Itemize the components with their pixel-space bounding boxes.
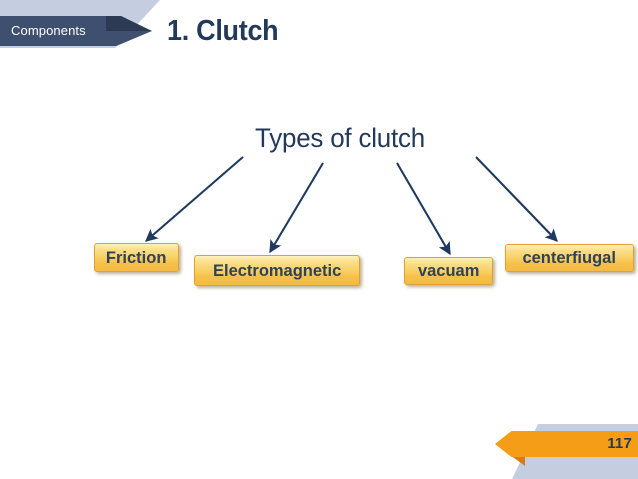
page-number: 117	[607, 435, 632, 452]
footer-ribbon	[495, 431, 638, 457]
arrow-to-friction	[145, 156, 244, 242]
node-friction[interactable]: Friction	[94, 243, 179, 272]
arrow-to-vacuam	[396, 162, 451, 256]
page-title: 1. Clutch	[167, 15, 279, 47]
node-vacuam[interactable]: vacuam	[404, 257, 493, 285]
node-electromagnetic[interactable]: Electromagnetic	[194, 255, 360, 286]
node-electromagnetic-label: Electromagnetic	[212, 260, 342, 280]
diagram-heading: Types of clutch	[255, 123, 426, 153]
arrow-to-centerfiugal	[475, 156, 558, 242]
node-centerfiugal[interactable]: centerfiugal	[505, 244, 634, 272]
arrow-to-electromagnetic	[269, 162, 324, 254]
node-centerfiugal-label: centerfiugal	[522, 248, 617, 267]
node-friction-label: Friction	[106, 247, 167, 267]
node-vacuam-label: vacuam	[417, 261, 480, 280]
header-section-tag: Components	[11, 23, 86, 38]
